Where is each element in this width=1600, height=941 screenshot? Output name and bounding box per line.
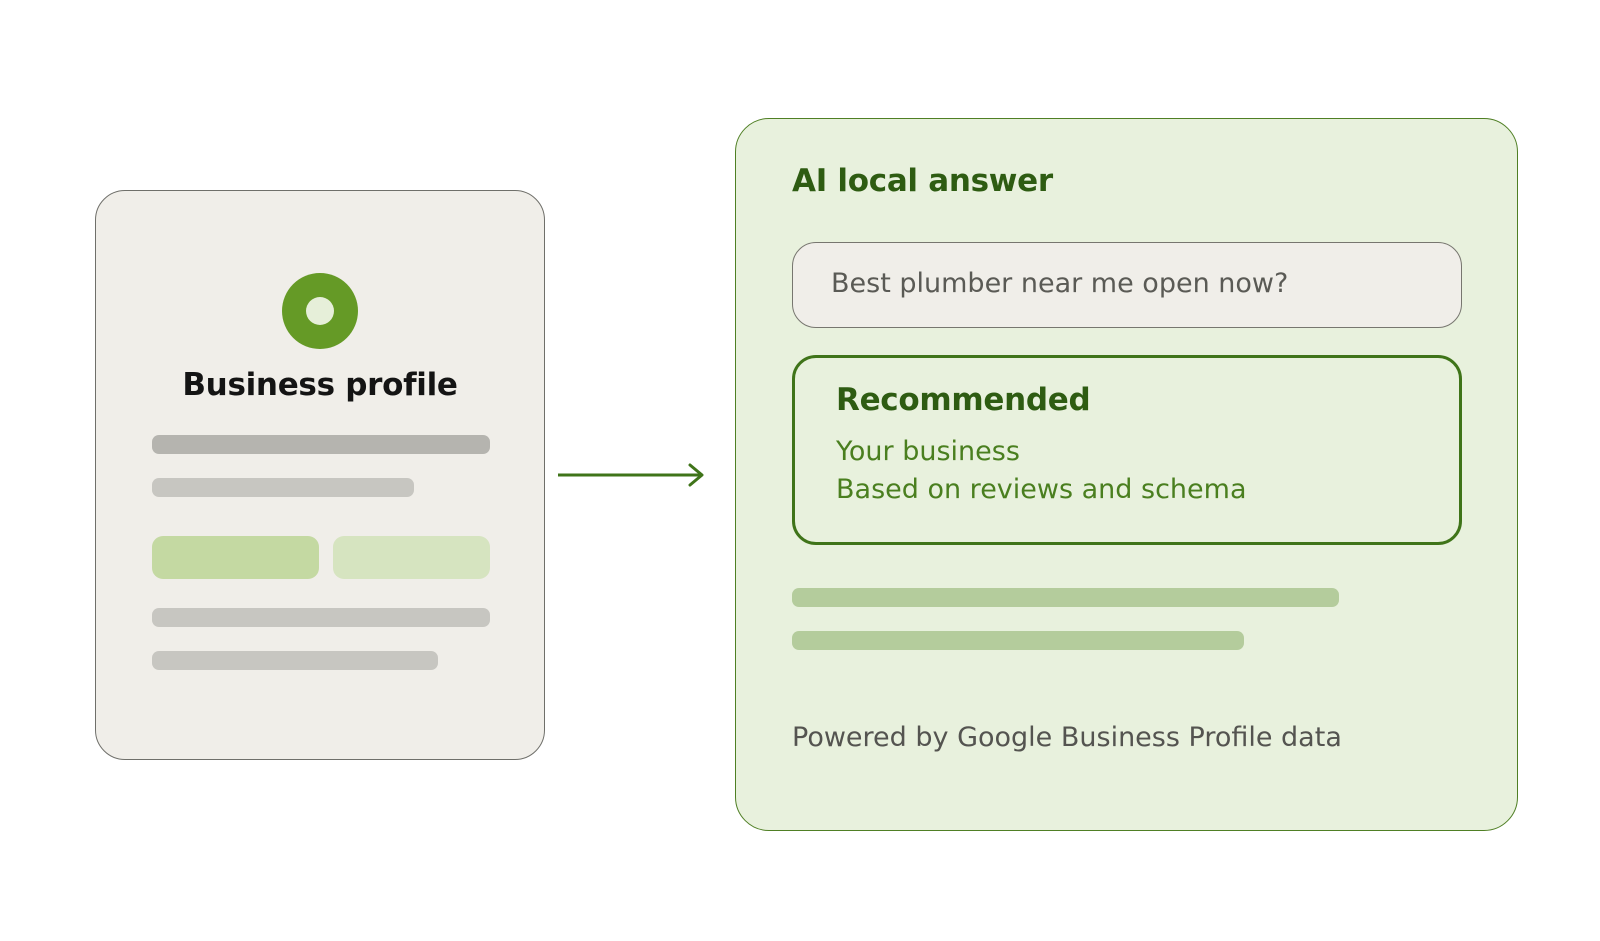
result-heading: Recommended bbox=[836, 382, 1091, 418]
result-reason: Based on reviews and schema bbox=[836, 474, 1247, 505]
placeholder-line bbox=[152, 478, 414, 497]
location-pin-icon bbox=[282, 273, 358, 349]
location-pin-dot bbox=[306, 297, 334, 325]
ai-answer-panel: AI local answer Best plumber near me ope… bbox=[735, 118, 1518, 831]
business-profile-title: Business profile bbox=[182, 367, 458, 403]
placeholder-chip bbox=[333, 536, 490, 579]
placeholder-line bbox=[152, 435, 490, 454]
placeholder-chip bbox=[152, 536, 319, 579]
query-text: Best plumber near me open now? bbox=[831, 268, 1289, 299]
placeholder-line bbox=[792, 631, 1244, 650]
recommended-result-box: Recommended Your business Based on revie… bbox=[792, 355, 1462, 545]
ai-answer-title: AI local answer bbox=[792, 163, 1053, 199]
data-source-note: Powered by Google Business Profile data bbox=[792, 722, 1342, 753]
query-box: Best plumber near me open now? bbox=[792, 242, 1462, 328]
business-profile-card: Business profile bbox=[95, 190, 545, 760]
placeholder-line bbox=[152, 651, 438, 670]
arrow-right-icon bbox=[558, 463, 704, 487]
placeholder-line bbox=[792, 588, 1339, 607]
result-business-name: Your business bbox=[836, 436, 1020, 467]
placeholder-line bbox=[152, 608, 490, 627]
